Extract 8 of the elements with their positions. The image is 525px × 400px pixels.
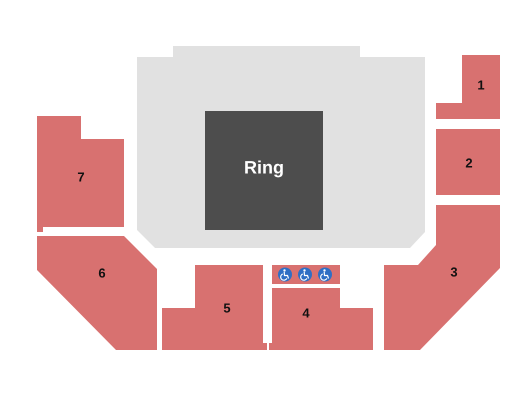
section-number: 3 [450,264,458,280]
section-number: 4 [302,306,310,320]
section-number: 1 [477,78,485,92]
section-number: 7 [77,170,85,184]
section-number: 6 [98,266,106,280]
ring-label: Ring [244,158,284,178]
section-number: 5 [223,300,231,316]
section-number: 2 [465,156,473,170]
